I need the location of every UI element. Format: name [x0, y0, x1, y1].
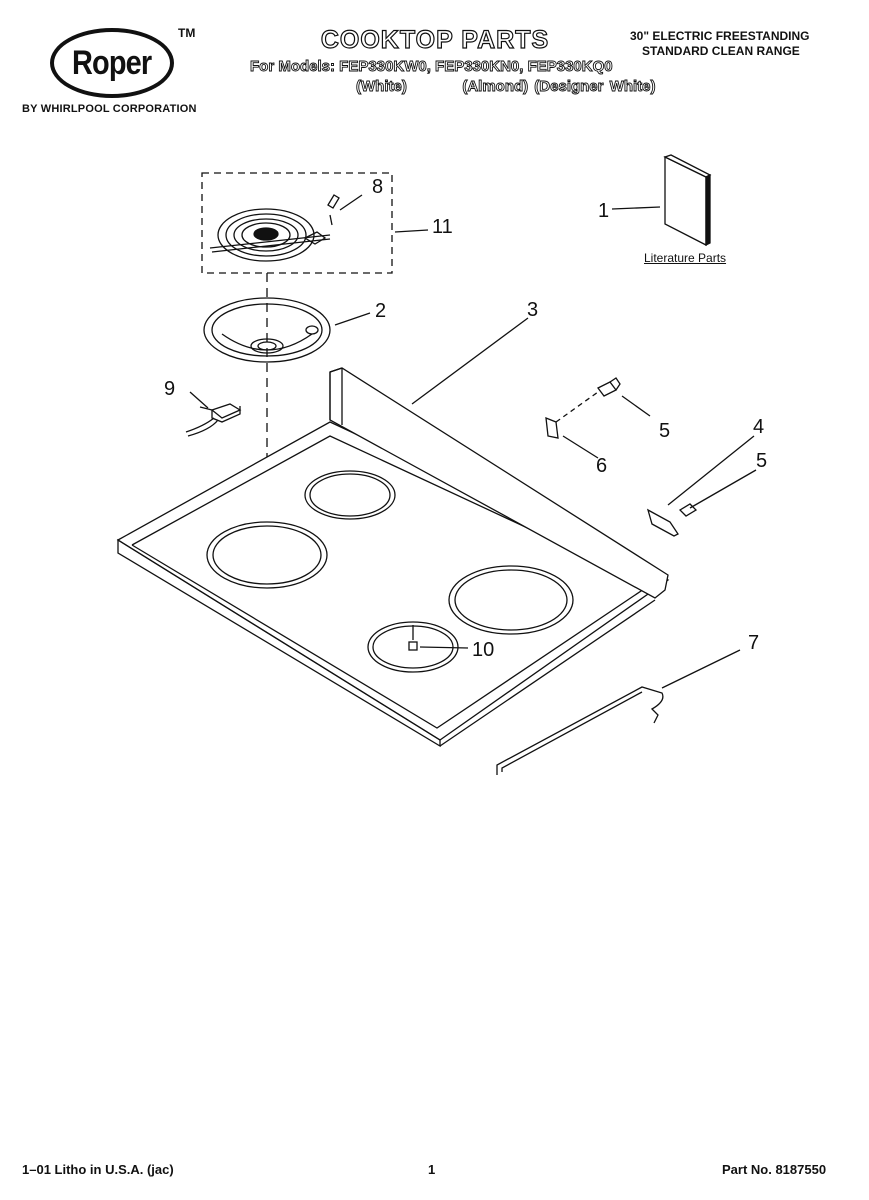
- callout-8: 8: [372, 176, 384, 198]
- screw-10: [408, 625, 418, 651]
- callout-5-upper: 5: [659, 420, 671, 442]
- callout-9: 9: [164, 378, 176, 400]
- leader-lines: [189, 194, 757, 689]
- literature-booklet: [663, 154, 712, 247]
- callout-6: 6: [596, 455, 608, 477]
- rod-7: [496, 686, 664, 775]
- screw-5-upper: [597, 377, 621, 397]
- models-line: For Models: FEP330KW0, FEP330KN0, FEP330…: [250, 58, 614, 76]
- bracket-4: [646, 508, 679, 537]
- range-type-line1: 30" ELECTRIC FREESTANDING: [630, 29, 810, 43]
- clip-6: [545, 391, 599, 439]
- element-assembly-box: [201, 172, 393, 274]
- page-title: COOKTOP PARTS: [320, 25, 550, 54]
- footer-print-info: 1–01 Litho in U.S.A. (jac): [22, 1162, 174, 1177]
- trademark-mark: TM: [178, 26, 196, 40]
- callout-2: 2: [375, 300, 387, 322]
- brand-subtitle: BY WHIRLPOOL CORPORATION: [22, 103, 197, 115]
- callout-4: 4: [753, 416, 765, 438]
- callout-11: 11: [432, 216, 453, 238]
- cooktop-body: [116, 367, 670, 748]
- literature-parts-label: Literature Parts: [644, 251, 727, 265]
- terminal-block: [185, 403, 242, 437]
- colors-line: (White) (Almond) (Designer White): [356, 78, 656, 96]
- callout-7: 7: [748, 632, 760, 654]
- callout-3: 3: [527, 299, 539, 321]
- callout-10: 10: [472, 639, 495, 661]
- callout-1: 1: [598, 200, 610, 222]
- page-number: 1: [428, 1162, 436, 1177]
- surface-element: [209, 194, 340, 262]
- logo-text: Roper: [72, 43, 152, 82]
- roper-logo: Roper: [50, 28, 174, 98]
- part-number: Part No. 8187550: [722, 1162, 827, 1177]
- callout-5-lower: 5: [756, 450, 768, 472]
- range-type-line2: STANDARD CLEAN RANGE: [642, 44, 800, 58]
